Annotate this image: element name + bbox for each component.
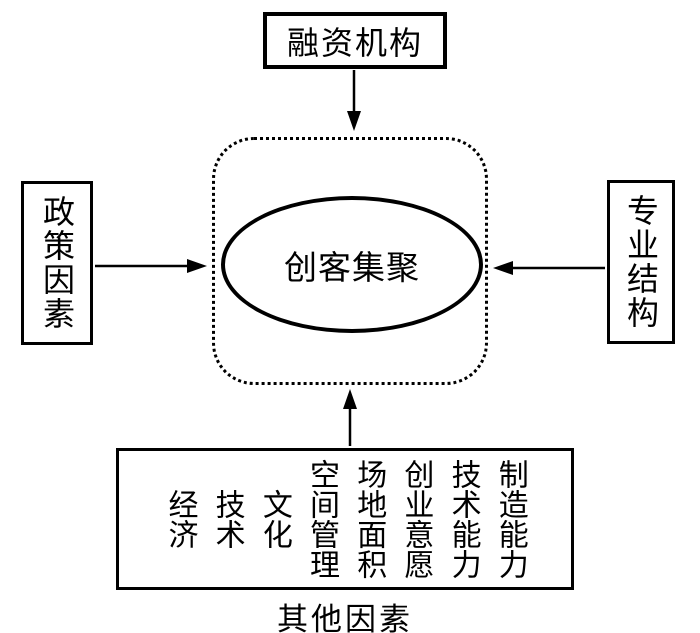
policy-factors-label: 政策因素 <box>38 195 76 331</box>
professional-structure-box: 专业结构 <box>607 180 675 344</box>
policy-factors-box: 政策因素 <box>21 181 93 345</box>
factor-column-entrepreneurial-will: 创业意愿 <box>398 459 434 579</box>
professional-structure-label: 专业结构 <box>622 194 660 330</box>
factor-column-manufacturing-ability: 制造能力 <box>492 459 528 579</box>
financing-institution-label: 融资机构 <box>286 23 423 62</box>
factor-column-economy: 经济 <box>162 489 198 549</box>
financing-institution-box: 融资机构 <box>263 12 447 69</box>
factor-column-culture: 文化 <box>256 489 292 549</box>
factor-column-space-management: 空间管理 <box>304 459 339 579</box>
maker-cluster-ellipse: 创客集聚 <box>221 196 483 333</box>
factor-column-technology: 技术 <box>209 489 245 549</box>
factor-column-technical-ability: 技术能力 <box>445 459 481 579</box>
factor-column-site-area: 场地面积 <box>351 459 387 579</box>
other-factors-box: 经济 技术 文化 空间管理 场地面积 创业意愿 技术能力 制造能力 <box>116 448 574 590</box>
maker-cluster-label: 创客集聚 <box>284 247 420 287</box>
other-factors-caption: 其他因素 <box>277 602 413 633</box>
